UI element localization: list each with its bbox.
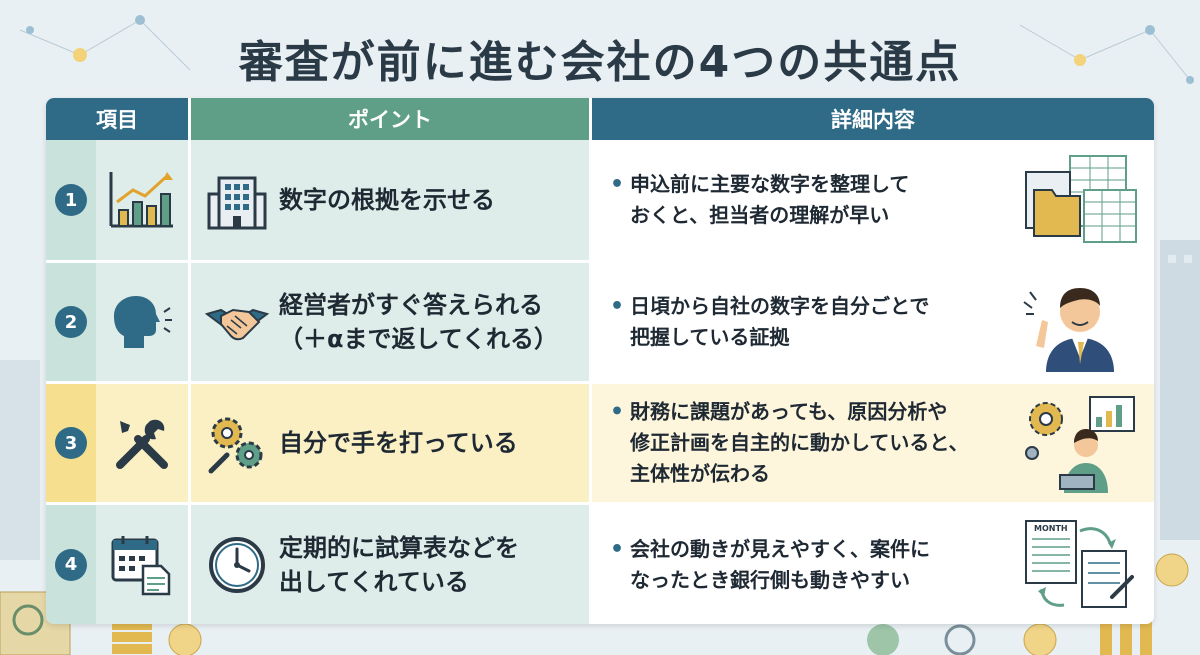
point-line: 定期的に試算表などを: [279, 533, 519, 562]
row-number-cell: 1: [46, 140, 96, 260]
detail-line: 会社の動きが見えやすく、案件に: [630, 536, 930, 561]
point-line: 出してくれている: [279, 567, 469, 596]
detail-cell: 会社の動きが見えやすく、案件に なったとき銀行側も動きやすい MONTH: [592, 505, 1154, 624]
month-label: MONTH: [1034, 524, 1068, 533]
row-icon-cell: [96, 263, 188, 381]
detail-line: なったとき銀行側も動きやすい: [630, 567, 910, 592]
row-icon-cell: [96, 384, 188, 502]
growth-chart-icon: [109, 172, 173, 228]
documents-folder-illustration: [1025, 155, 1137, 243]
monthly-report-illustration: MONTH: [1025, 519, 1134, 608]
detail-text: 財務に課題があっても、原因分析や 修正計画を自主的に動かしていると、 主体性が伝…: [610, 397, 1050, 490]
handshake-icon: [205, 308, 269, 341]
header-point: ポイント: [191, 98, 589, 140]
clock-icon: [209, 536, 265, 593]
point-cell: 経営者がすぐ答えられる （＋αまで返してくれる）: [191, 263, 589, 381]
point-line: 自分で手を打っている: [279, 429, 518, 457]
gears-icon: [208, 417, 263, 474]
point-cell: 定期的に試算表などを 出してくれている: [191, 505, 589, 624]
table-row: 2 経営者がすぐ答えられる （＋αまで返してくれる）: [46, 263, 1154, 381]
speaking-head-icon: [114, 296, 172, 348]
row-number-cell: 3: [46, 384, 96, 502]
row-number-badge: 4: [55, 548, 87, 581]
point-text: 経営者がすぐ答えられる （＋αまで返してくれる）: [279, 288, 579, 356]
detail-line: 財務に課題があっても、原因分析や: [630, 399, 948, 424]
detail-line: 主体性が伝わる: [630, 461, 770, 486]
analyst-illustration: [1025, 396, 1135, 493]
point-text: 定期的に試算表などを 出してくれている: [279, 531, 579, 599]
building-icon: [207, 176, 267, 230]
table-row: 1: [46, 140, 1154, 260]
tools-icon: [116, 419, 168, 469]
point-line: 数字の根拠を示せる: [279, 186, 495, 214]
row-icon-cell: [96, 140, 188, 260]
row-number-badge: 1: [55, 184, 87, 216]
row-number-cell: 2: [46, 263, 96, 381]
row-number-cell: 4: [46, 505, 96, 624]
detail-text: 会社の動きが見えやすく、案件に なったとき銀行側も動きやすい: [610, 534, 1030, 596]
detail-line: 修正計画を自主的に動かしていると、: [630, 430, 969, 455]
row-number-badge: 3: [55, 427, 87, 459]
table-row: 3 自分で手を打っている 財務に課題があっても、: [46, 384, 1154, 502]
calendar-document-icon: [111, 535, 171, 595]
detail-cell: 日頃から自社の数字を自分ごとで 把握している証拠: [592, 263, 1154, 381]
detail-cell: 申込前に主要な数字を整理して おくと、担当者の理解が早い: [592, 140, 1154, 260]
businessman-illustration: [1023, 288, 1114, 372]
point-text: 自分で手を打っている: [279, 426, 579, 460]
point-cell: 数字の根拠を示せる: [191, 140, 589, 260]
detail-line: 日頃から自社の数字を自分ごとで: [630, 294, 930, 318]
point-text: 数字の根拠を示せる: [279, 183, 579, 217]
table-row: 4 定期的に試算表など: [46, 505, 1154, 624]
point-cell: 自分で手を打っている: [191, 384, 589, 502]
detail-line: 申込前に主要な数字を整理して: [630, 172, 910, 196]
point-line: （＋αまで返してくれる）: [279, 325, 559, 353]
row-number-badge: 2: [55, 306, 87, 338]
detail-line: 把握している証拠: [630, 325, 790, 349]
header-detail: 詳細内容: [592, 98, 1154, 140]
point-line: 経営者がすぐ答えられる: [279, 291, 543, 319]
detail-cell: 財務に課題があっても、原因分析や 修正計画を自主的に動かしていると、 主体性が伝…: [592, 384, 1154, 502]
detail-text: 日頃から自社の数字を自分ごとで 把握している証拠: [610, 291, 1030, 353]
detail-text: 申込前に主要な数字を整理して おくと、担当者の理解が早い: [610, 169, 1030, 231]
comparison-table: 項目 ポイント 詳細内容 1: [46, 98, 1154, 624]
row-icon-cell: [96, 505, 188, 624]
page-title: 審査が前に進む会社の4つの共通点: [238, 37, 962, 88]
detail-line: おくと、担当者の理解が早い: [630, 203, 890, 227]
header-item: 項目: [46, 98, 188, 140]
